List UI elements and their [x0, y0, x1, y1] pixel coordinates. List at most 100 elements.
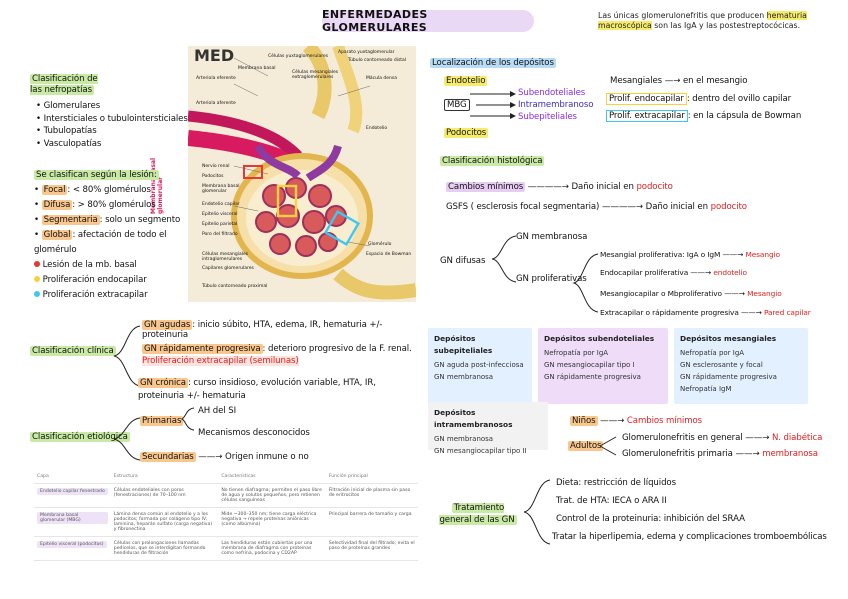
lesion-text: : solo un segmento: [99, 215, 181, 225]
glomerulus-illustration: [188, 46, 416, 302]
legend-item: Proliferación endocapilar: [34, 273, 194, 288]
diagram-label: Arteriola eferente: [196, 76, 236, 81]
mesang-box: Depósitos mesangiales Nefropatía por IgA…: [674, 328, 808, 404]
nefropatias-heading: Clasificación de las nefropatías: [30, 74, 106, 96]
subepi-box: Depósitos subepiteliales GN aguda post-i…: [428, 328, 532, 404]
cambios-row: Cambios mínimos ————→ Daño inicial en po…: [446, 182, 673, 192]
box-title: Depósitos mesangiales: [680, 334, 777, 343]
table-cell: Endotelio capilar fenestrado: [34, 483, 111, 508]
legend-item: Proliferación extracapilar: [34, 288, 194, 303]
table-header: Características: [218, 470, 326, 484]
legend-text: Lesión de la mb. basal: [42, 260, 137, 270]
primarias-b: Mecanismos desconocidos: [198, 428, 310, 438]
table-cell: Las hendiduras están cubiertas por una m…: [218, 536, 326, 561]
cronica-term: GN crónica: [138, 378, 188, 388]
heading-text: Clasificación clínica: [30, 346, 116, 356]
blue-dot-icon: [34, 291, 40, 297]
cambios-txt: Daño inicial en: [571, 182, 634, 192]
table-cell: Células endoteliales con poros (fenestra…: [110, 483, 219, 508]
label-text: Endotelio: [444, 76, 488, 86]
endocap-txt: : dentro del ovillo capilar: [686, 94, 792, 104]
primarias-brace: [180, 407, 195, 431]
layer-chip: Endotelio capilar fenestrado: [37, 488, 108, 495]
item-text: Intersticiales o tubulointersticiales: [43, 113, 188, 124]
lesion-section: Se clasifican según la lesión: • Focal: …: [34, 168, 194, 303]
box-item: GN rápidamente progresiva: [680, 373, 777, 381]
diagram-label: Epitelio visceral: [202, 212, 238, 217]
tratamiento-item: Dieta: restricción de líquidos: [556, 478, 676, 488]
layer-chip: Membrana basal glomerular (MBG): [37, 512, 108, 524]
diagram-label: Túbulo contorneado distal: [348, 58, 407, 63]
item-text: Glomerulares: [43, 101, 101, 111]
localizacion-arrows: [470, 91, 516, 119]
diagram-label: Epitelio parietal: [202, 222, 238, 227]
adultos-a1: Glomerulonefritis en general ——→ N. diab…: [622, 433, 823, 443]
diagram-label: Endotelio: [366, 126, 388, 131]
prolif-text: Extracapilar o rápidamente progresiva: [600, 308, 739, 317]
intramem-box: Depósitos intramembranosos GN membranosa…: [428, 402, 548, 455]
prolif-text: Mesangial proliferativa: IgA o IgM: [600, 250, 721, 259]
prolif-red: Mesangio: [745, 250, 780, 259]
table-cell: Selectividad final del filtrado; evita e…: [325, 536, 418, 561]
lesion-term: Global: [41, 230, 73, 240]
glomerulus-diagram: MED Aparato yuxtaglomerular Túbulo conto…: [188, 46, 416, 302]
diagram-label: Endotelio capilar: [202, 202, 240, 207]
page-title: ENFERMEDADES GLOMERULARES: [322, 8, 534, 34]
table-header: Estructura: [110, 470, 219, 484]
diagram-logo: MED: [194, 46, 235, 65]
tratamiento-brace: [523, 479, 551, 545]
diagram-label: Arteriola aferente: [196, 101, 236, 106]
cambios-term: Cambios mínimos: [446, 182, 526, 192]
gn-membranosa: GN membranosa: [516, 232, 588, 242]
lesion-item: • Segmentaria: solo un segmento: [34, 215, 181, 225]
tratamiento-item: Tratar la hiperlipemia, edema y complica…: [552, 532, 827, 542]
mesangiales-txt: en el mesangio: [682, 76, 748, 86]
arrow-icon: ————→: [527, 182, 572, 192]
table-header: Función principal: [325, 470, 418, 484]
heading-text: Clasificación etiológica: [30, 432, 130, 442]
table-cell: Epitelio visceral (podocitos): [34, 536, 111, 561]
legend-item: Lesión de la mb. basal: [34, 258, 194, 273]
rp-red: Proliferación extracapilar (semilunas): [142, 356, 299, 366]
red-dot-icon: [34, 261, 40, 267]
gsfs-row: GSFS ( esclerosis focal segmentaria) ———…: [446, 202, 747, 212]
diagram-label: Células mesangiales intraglomerulares: [202, 252, 249, 262]
primarias-a: AH del SI: [198, 406, 237, 416]
heading-text: Tratamiento general de las GN: [439, 503, 517, 525]
cambios-red: podocito: [636, 182, 673, 192]
title-text: ENFERMEDADES GLOMERULARES: [322, 8, 428, 34]
note-suffix: son las IgA y las postestreptocócicas.: [651, 21, 801, 30]
lesion-text: : > 80% glomérulos: [72, 200, 156, 210]
layer-chip: Epitelio visceral (podocitos): [37, 541, 107, 548]
diagram-label: Túbulo contorneado proximal: [202, 284, 268, 289]
a1-text: Glomerulonefritis en general: [622, 433, 743, 443]
box-item: Nefropatía por IgA: [680, 349, 745, 357]
table-cell: Membrana basal glomerular (MBG): [34, 507, 111, 537]
adultos-term: Adultos: [568, 441, 604, 451]
adultos-arrows: [599, 436, 617, 456]
arrow-icon: —→: [664, 76, 681, 86]
table-cell: Células con prolongaciones llamadas pedi…: [110, 536, 219, 561]
table-row: Membrana basal glomerular (MBG) Lámina d…: [34, 507, 418, 537]
gsfs-txt: Daño inicial en: [645, 202, 708, 212]
table-row: Endotelio capilar fenestrado Células end…: [34, 483, 418, 508]
primarias: Primarias: [140, 416, 184, 426]
prolif-text: Mesangiocapilar o Mbproliferativo: [600, 289, 722, 298]
yellow-dot-icon: [34, 276, 40, 282]
etiologica-heading: Clasificación etiológica: [30, 432, 130, 442]
list-item: • Glomerulares: [36, 101, 101, 111]
nefropatias-section: Clasificación de las nefropatías • Glome…: [30, 74, 190, 150]
prolif-red: Mesangio: [747, 289, 782, 298]
difusas-text: GN difusas: [440, 256, 486, 266]
gsfs-term: GSFS ( esclerosis focal segmentaria): [446, 202, 600, 212]
lesion-heading: Se clasifican según la lesión:: [34, 170, 159, 180]
mbg-label: MBG: [444, 99, 470, 111]
prolif-item: Mesangial proliferativa: IgA o IgM ——→ M…: [600, 250, 780, 259]
lesion-term: Focal: [41, 185, 68, 195]
tratamiento-heading: Tratamiento general de las GN: [436, 502, 520, 526]
rp-term: GN rápidamente progresiva: [142, 344, 263, 354]
label-text: Podocitos: [444, 128, 489, 138]
ninos-row: Niños ——→ Cambios mínimos: [570, 416, 702, 426]
prolif-item: Mesangiocapilar o Mbproliferativo ——→ Me…: [600, 289, 782, 298]
clinica-brace: [113, 325, 141, 387]
